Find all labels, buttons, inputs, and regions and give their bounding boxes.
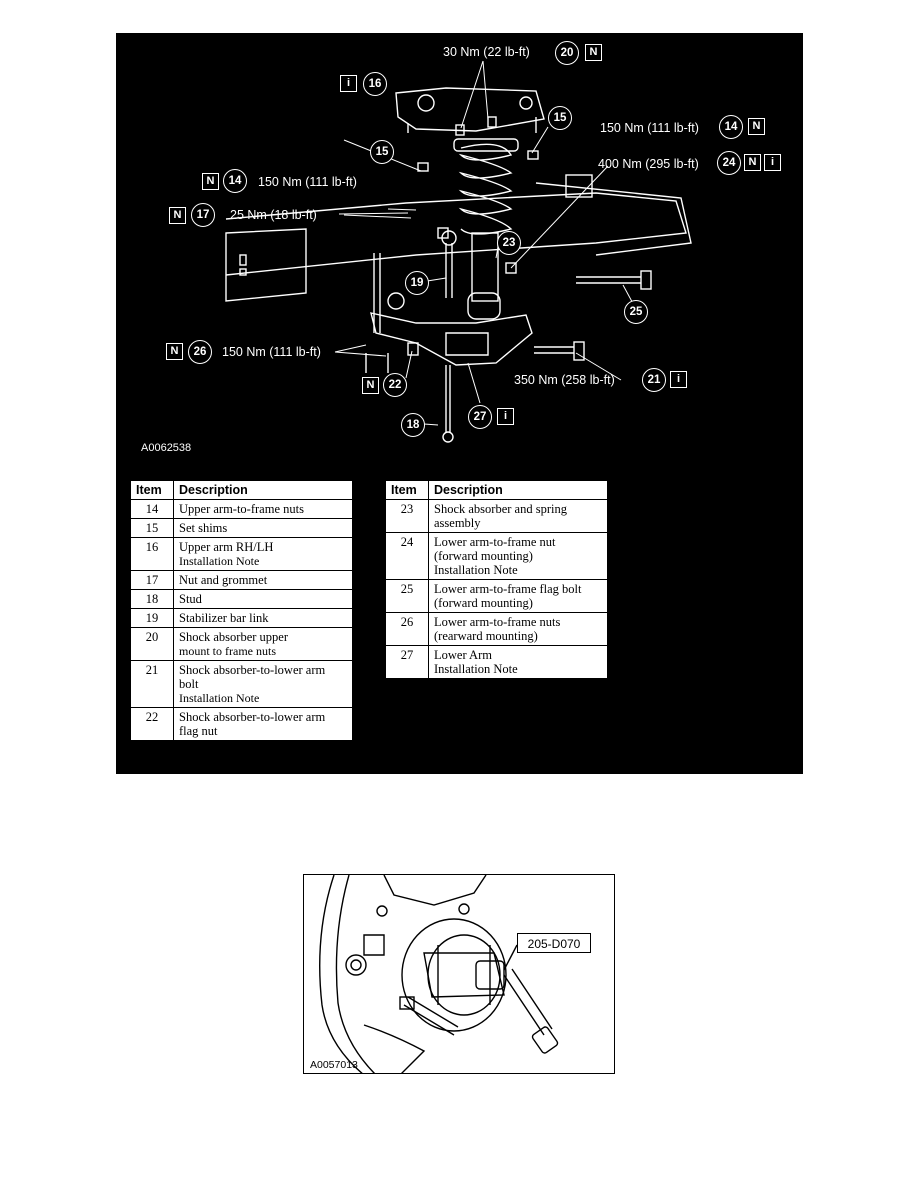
item-number: 16	[130, 537, 174, 571]
callout-22: 22	[383, 373, 407, 397]
suspension-line-art	[225, 60, 692, 443]
flag-n-17: N	[169, 207, 186, 224]
item-description: Upper arm-to-frame nuts	[173, 499, 353, 519]
flag-i-24: i	[764, 154, 781, 171]
item-description: Stud	[173, 589, 353, 609]
callout-15-left: 15	[370, 140, 394, 164]
callout-23: 23	[497, 231, 521, 255]
flag-n-24: N	[744, 154, 761, 171]
header-description: Description	[173, 480, 353, 500]
callout-25: 25	[624, 300, 648, 324]
callout-15-right: 15	[548, 106, 572, 130]
callout-17: 17	[191, 203, 215, 227]
callout-18: 18	[401, 413, 425, 437]
table-row: 25 Lower arm-to-frame flag bolt(forward …	[385, 579, 608, 613]
flag-i-16: i	[340, 75, 357, 92]
callout-14-left: 14	[223, 169, 247, 193]
item-description: Stabilizer bar link	[173, 608, 353, 628]
callout-16: 16	[363, 72, 387, 96]
item-description: Set shims	[173, 518, 353, 538]
item-number: 25	[385, 579, 429, 613]
table-row: 24 Lower arm-to-frame nut(forward mounti…	[385, 532, 608, 580]
flag-n-20: N	[585, 44, 602, 61]
item-number: 17	[130, 570, 174, 590]
item-number: 21	[130, 660, 174, 708]
legend-table-right: Item Description 23 Shock absorber and s…	[385, 480, 608, 679]
item-number: 19	[130, 608, 174, 628]
item-number: 15	[130, 518, 174, 538]
callout-14-right: 14	[719, 115, 743, 139]
flag-n-14-right: N	[748, 118, 765, 135]
header-description: Description	[428, 480, 608, 500]
callout-21: 21	[642, 368, 666, 392]
item-number: 22	[130, 707, 174, 741]
torque-label-14-right: 150 Nm (111 lb-ft)	[600, 121, 699, 135]
flag-n-14-left: N	[202, 173, 219, 190]
item-description: Lower arm-to-frame nuts(rearward mountin…	[428, 612, 608, 646]
tool-line-art	[319, 875, 559, 1073]
item-description: Lower arm-to-frame nut(forward mounting)…	[428, 532, 608, 580]
callout-19: 19	[405, 271, 429, 295]
callout-24: 24	[717, 151, 741, 175]
callout-20: 20	[555, 41, 579, 65]
item-description: Nut and grommet	[173, 570, 353, 590]
header-item: Item	[385, 480, 429, 500]
item-number: 18	[130, 589, 174, 609]
item-number: 14	[130, 499, 174, 519]
header-item: Item	[130, 480, 174, 500]
tool-number-label: 205-D070	[517, 933, 591, 953]
torque-label-17: 25 Nm (18 lb-ft)	[230, 208, 317, 222]
callout-27: 27	[468, 405, 492, 429]
special-tool-figure: 205-D070 A0057013	[303, 874, 615, 1074]
legend-header-row: Item Description	[385, 480, 608, 500]
flag-i-27: i	[497, 408, 514, 425]
callout-26: 26	[188, 340, 212, 364]
figure-code: A0057013	[310, 1059, 358, 1071]
torque-label-26: 150 Nm (111 lb-ft)	[222, 345, 321, 359]
item-description: Lower arm-to-frame flag bolt(forward mou…	[428, 579, 608, 613]
item-number: 20	[130, 627, 174, 661]
table-row: 17 Nut and grommet	[130, 570, 353, 590]
table-row: 19 Stabilizer bar link	[130, 608, 353, 628]
table-row: 14 Upper arm-to-frame nuts	[130, 499, 353, 519]
figure-code: A0062538	[141, 442, 192, 454]
table-row: 15 Set shims	[130, 518, 353, 538]
torque-label-24: 400 Nm (295 lb-ft)	[598, 157, 699, 171]
flag-n-26: N	[166, 343, 183, 360]
torque-label-20: 30 Nm (22 lb-ft)	[443, 45, 530, 59]
flag-n-22: N	[362, 377, 379, 394]
item-number: 23	[385, 499, 429, 533]
item-number: 27	[385, 645, 429, 679]
item-number: 26	[385, 612, 429, 646]
item-number: 24	[385, 532, 429, 580]
legend-table-left: Item Description 14 Upper arm-to-frame n…	[130, 480, 353, 741]
flag-i-21: i	[670, 371, 687, 388]
table-row: 26 Lower arm-to-frame nuts(rearward moun…	[385, 612, 608, 646]
torque-label-14-left: 150 Nm (111 lb-ft)	[258, 175, 357, 189]
table-row: 18 Stud	[130, 589, 353, 609]
legend-header-row: Item Description	[130, 480, 353, 500]
torque-label-21: 350 Nm (258 lb-ft)	[514, 373, 615, 387]
